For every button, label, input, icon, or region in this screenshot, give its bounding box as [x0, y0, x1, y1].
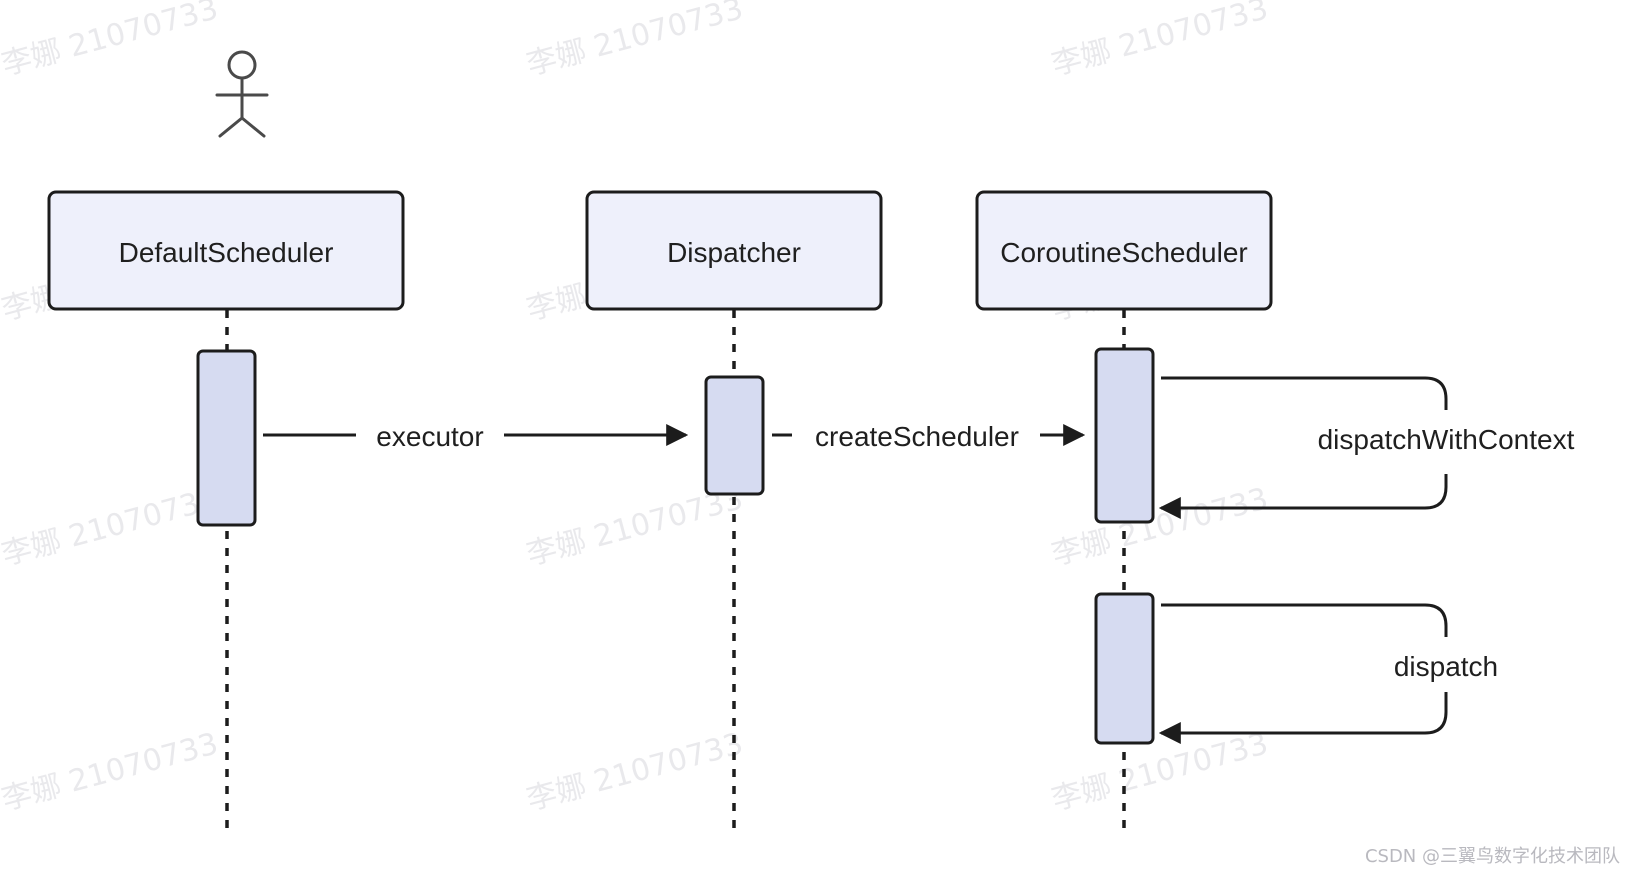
watermark: 李娜 21070733 [1048, 726, 1272, 817]
watermark: 李娜 21070733 [1048, 481, 1272, 572]
lifeline-label: Dispatcher [667, 237, 801, 268]
source-credit: CSDN @三翼鸟数字化技术团队 [1364, 846, 1620, 867]
watermark: 李娜 21070733 [523, 726, 747, 817]
message-executor: executor [263, 421, 689, 452]
message-create-scheduler: createScheduler [772, 421, 1086, 452]
watermark: 李娜 21070733 [523, 0, 747, 83]
activation-bar-coroutine-scheduler-1 [1094, 347, 1155, 524]
message-dispatch: dispatch [1161, 603, 1498, 733]
activation-bars [196, 347, 1155, 745]
watermark: 李娜 21070733 [0, 726, 222, 817]
watermark: 李娜 21070733 [0, 0, 222, 83]
lifeline-label: CoroutineScheduler [1000, 237, 1248, 268]
message-label: dispatch [1394, 651, 1498, 682]
lifeline-box [47, 190, 405, 311]
message-label: executor [376, 421, 483, 452]
activation-bar-dispatcher [704, 375, 765, 496]
message-label: dispatchWithContext [1318, 424, 1575, 455]
lifeline-box [585, 190, 883, 311]
activation-bar-default-scheduler [196, 349, 257, 527]
watermark: 李娜 21070733 [0, 481, 222, 572]
actor-icon [215, 50, 269, 138]
self-message-path [1161, 603, 1448, 733]
lifeline-dispatcher: Dispatcher [585, 190, 883, 311]
activation-bar-coroutine-scheduler-2 [1094, 592, 1155, 745]
lifeline-coroutine-scheduler: CoroutineScheduler [975, 190, 1273, 311]
self-message-path [1161, 376, 1448, 508]
message-label: createScheduler [815, 421, 1019, 452]
lifeline-default-scheduler: DefaultScheduler [47, 190, 405, 311]
watermark-layer: 李娜 21070733 李娜 21070733 李娜 21070733 李娜 2… [0, 0, 1272, 818]
message-dispatch-with-context: dispatchWithContext [1161, 376, 1575, 508]
lifeline-box [975, 190, 1273, 311]
watermark: 李娜 21070733 [1048, 0, 1272, 83]
lifeline-label: DefaultScheduler [119, 237, 334, 268]
